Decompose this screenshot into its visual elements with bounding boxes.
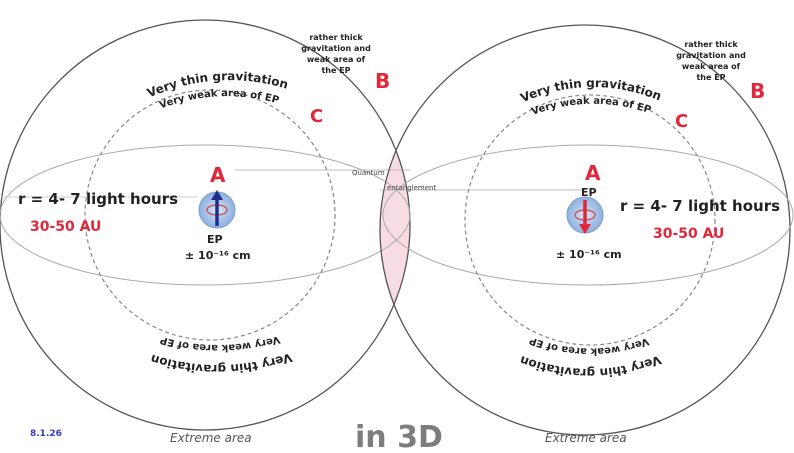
left-point-c: C	[310, 106, 323, 127]
right-thick-line-4: the EP	[696, 73, 725, 82]
down-arrow-icon	[579, 224, 591, 234]
left-thick-line-2: gravitation and	[301, 44, 371, 53]
right-size-label: ± 10⁻¹⁶ cm	[556, 248, 622, 261]
left-sphere	[0, 19, 411, 431]
right-weak-area: Very weak area of EP	[530, 96, 652, 118]
right-ep-label: EP	[581, 186, 597, 199]
left-thick-grav-note: rather thick gravitation and weak area o…	[301, 33, 371, 75]
left-ep-label: EP	[207, 233, 223, 246]
right-thick-line-2: gravitation and	[676, 51, 746, 60]
right-extreme-area: Extreme area	[545, 431, 627, 445]
left-ep	[198, 190, 236, 229]
left-weak-area-mirror: Very weak area of EP	[159, 333, 281, 353]
left-equator-ellipse	[0, 144, 411, 286]
right-ep	[566, 196, 604, 234]
left-size-label: ± 10⁻¹⁶ cm	[185, 249, 251, 262]
left-au-label: 30-50 AU	[30, 219, 101, 235]
left-thick-line-3: weak area of	[307, 55, 366, 64]
right-equator-ellipse	[382, 144, 794, 286]
left-dashed-circle	[84, 89, 336, 341]
left-thick-line-4: the EP	[321, 66, 350, 75]
right-thin-grav-mirror: Very thin gravitation	[518, 353, 663, 380]
left-extreme-area: Extreme area	[170, 431, 252, 445]
right-dashed-circle	[464, 94, 716, 346]
left-radius-label: r = 4- 7 light hours	[18, 190, 178, 208]
right-point-b: B	[750, 79, 765, 103]
date-label: 8.1.26	[30, 429, 62, 439]
left-point-b: B	[375, 69, 390, 93]
right-sphere	[379, 24, 794, 436]
right-sphere-outline	[379, 24, 791, 436]
entanglement-label: entanglement	[387, 184, 436, 192]
right-point-a: A	[585, 161, 601, 185]
up-arrow-icon	[211, 190, 223, 200]
in-3d-title: in 3D	[355, 420, 443, 453]
left-thick-line-1: rather thick	[309, 33, 363, 42]
left-thin-grav-mirror: Very thin gravitation	[149, 350, 294, 376]
left-sphere-outline	[0, 19, 411, 431]
right-thick-line-3: weak area of	[682, 62, 741, 71]
right-thick-line-1: rather thick	[684, 40, 738, 49]
right-thick-grav-note: rather thick gravitation and weak area o…	[676, 40, 746, 82]
right-au-label: 30-50 AU	[653, 226, 724, 242]
right-point-c: C	[675, 111, 688, 132]
left-point-a: A	[210, 163, 226, 187]
quantum-label: Quantum	[352, 169, 385, 177]
right-radius-label: r = 4- 7 light hours	[620, 197, 780, 215]
left-weak-area: Very weak area of EP	[158, 88, 280, 111]
